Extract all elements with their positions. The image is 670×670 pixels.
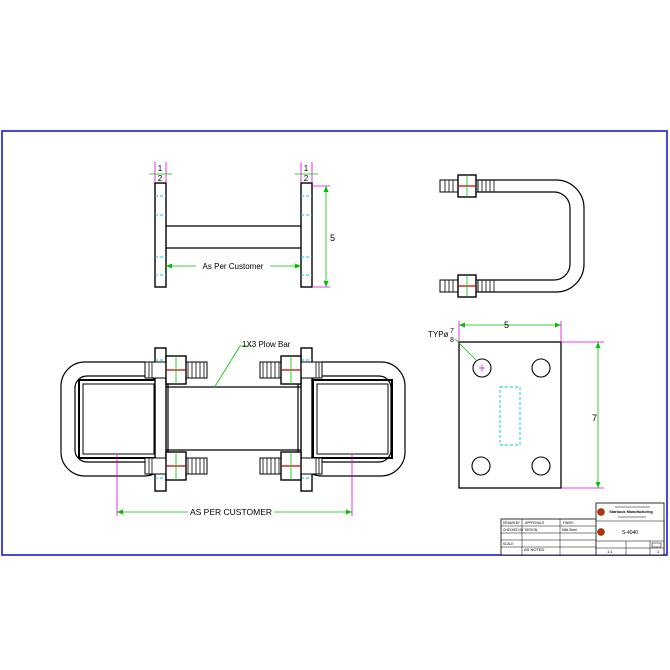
company-logo — [597, 508, 605, 516]
side-view: 1 2 1 2 5 As Per Customer — [149, 162, 335, 288]
part-number: S-4040 — [622, 530, 638, 536]
left-tube-inner — [82, 383, 155, 455]
right-plan-plate — [300, 347, 313, 492]
sheet-number: 1 — [657, 549, 660, 554]
plate-view: 5 7 TYPø 7 8 — [428, 320, 604, 489]
hole-top-left — [472, 358, 492, 378]
svg-text:CHECKED BY: CHECKED BY — [503, 528, 525, 532]
left-tube-outer — [78, 379, 159, 459]
plate-width-dim: 5 — [504, 320, 509, 330]
svg-text:APPROVALS: APPROVALS — [525, 521, 544, 525]
hidden-holes — [155, 195, 312, 276]
company-name: Starbuck Manufacturing — [609, 510, 653, 514]
hole-bottom-right — [531, 456, 551, 476]
plan-width-label: AS PER CUSTOMER — [190, 507, 272, 517]
hole-callout-num: 7 — [450, 328, 454, 335]
material-text: Mild Steel — [562, 528, 577, 532]
right-tube-inner — [316, 383, 389, 455]
left-thickness-den: 2 — [158, 174, 163, 183]
hole-callout-label: TYPø — [428, 330, 449, 339]
plan-view: 1X3 Plow Bar AS PER CUSTOMER — [60, 340, 406, 517]
left-thickness-num: 1 — [158, 164, 163, 173]
hole-callout-den: 8 — [450, 337, 454, 344]
left-loop-outer — [60, 361, 169, 477]
left-plan-plate — [154, 347, 167, 492]
plate-outline — [458, 341, 562, 489]
bottom-thread — [439, 274, 497, 298]
svg-text:DESIGN: DESIGN — [525, 528, 538, 532]
svg-text:DRAWN BY: DRAWN BY — [503, 521, 521, 525]
plate-height-dim: 7 — [592, 413, 597, 423]
svg-text:FINISH: FINISH — [563, 521, 574, 525]
right-tube-outer — [312, 379, 393, 459]
right-thickness-den: 2 — [304, 174, 309, 183]
side-width-label: As Per Customer — [203, 262, 264, 271]
hidden-slot — [499, 386, 521, 446]
u-bolt-outer — [478, 179, 585, 293]
u-bolt-inner — [478, 191, 571, 281]
right-thickness-num: 1 — [304, 164, 309, 173]
title-block: DRAWN BY CHECKED BY SCALE APPROVALS DESI… — [500, 502, 665, 556]
svg-text:SCALE: SCALE — [503, 542, 513, 546]
top-thread — [439, 174, 497, 198]
hole-top-right — [531, 358, 551, 378]
scale-value: 1:1 — [607, 549, 613, 554]
hole-bottom-left — [471, 456, 491, 476]
left-loop-inner — [74, 375, 159, 463]
plan-nuts — [144, 355, 323, 481]
plow-bar-label: 1X3 Plow Bar — [242, 340, 291, 349]
note-text: AS NOTED — [524, 547, 545, 552]
right-loop-outer — [297, 361, 406, 477]
sheet-border — [1, 130, 668, 556]
u-bolt-view — [439, 174, 585, 298]
side-height-dim: 5 — [330, 233, 335, 243]
right-plate — [300, 182, 313, 288]
left-plate — [154, 182, 167, 288]
right-loop-inner — [307, 375, 392, 463]
